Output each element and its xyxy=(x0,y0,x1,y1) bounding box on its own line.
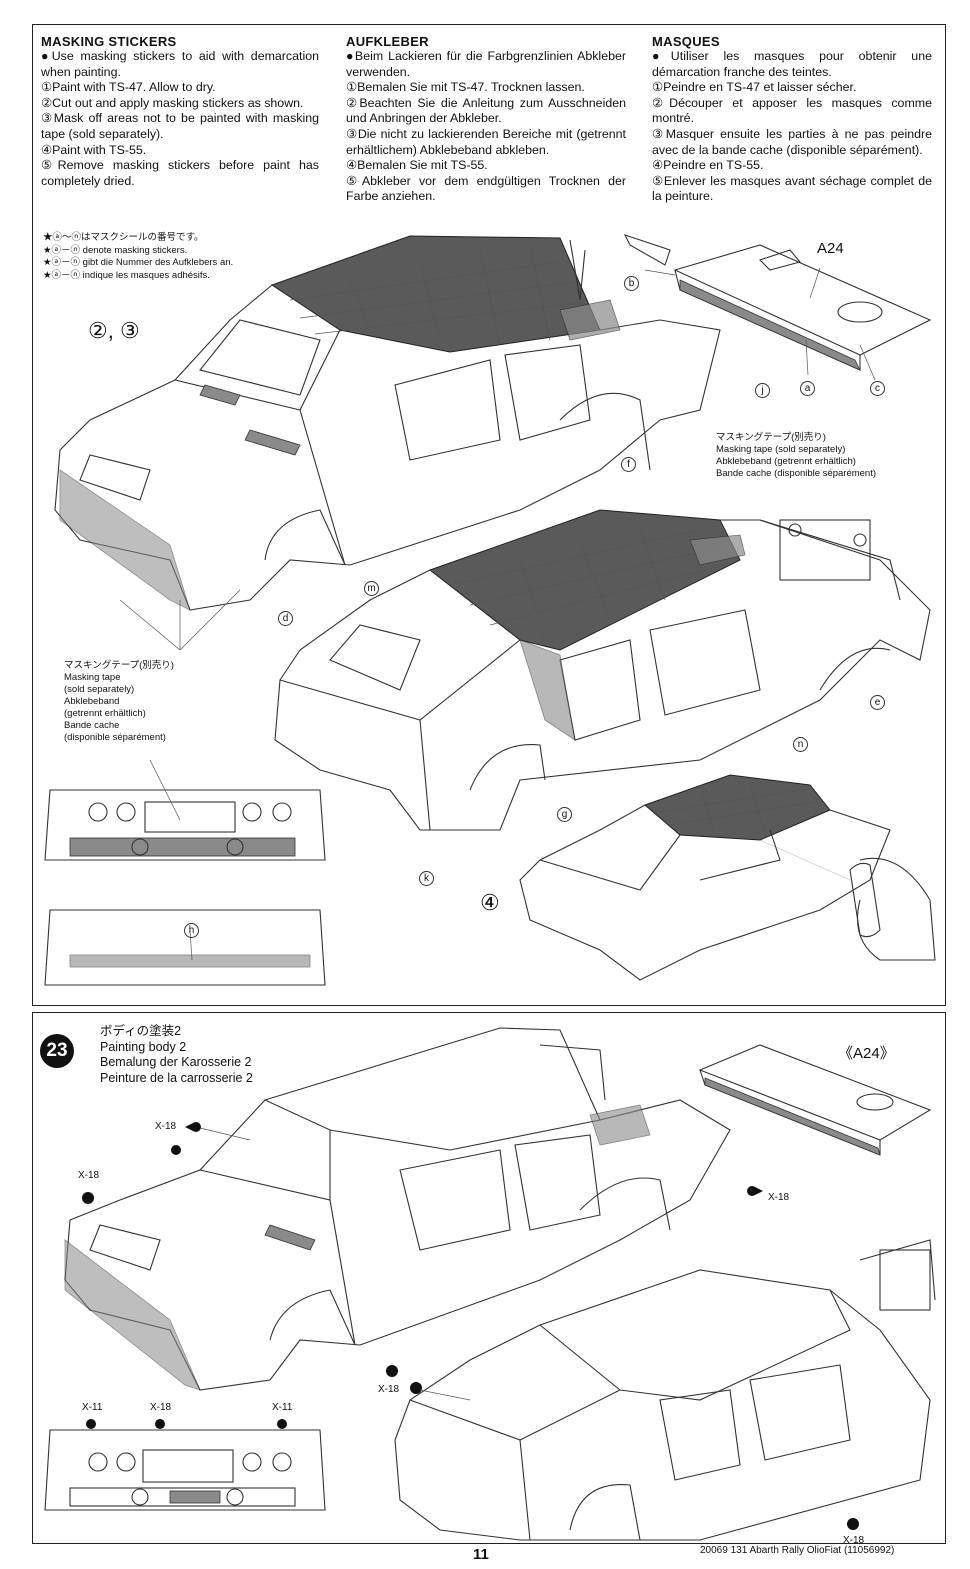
sticker-letter-a: a xyxy=(800,381,815,396)
masking-tape-right-de: Abklebeband (getrennt erhältlich) xyxy=(716,456,856,467)
masking-tape-left-fr-2: (disponible séparément) xyxy=(64,732,166,743)
sticker-letter-k: k xyxy=(419,871,434,886)
step-label-2-3: ②, ③ xyxy=(88,318,140,343)
masking-tape-left-de: Abklebeband xyxy=(64,696,120,707)
sticker-letter-j: j xyxy=(755,383,770,398)
sticker-letter-g: g xyxy=(557,807,572,822)
german-heading: AUFKLEBER xyxy=(346,34,429,49)
german-step-1: ①Bemalen Sie mit TS-47. Trocknen lassen. xyxy=(346,80,585,95)
sticker-marker-h: h xyxy=(184,922,199,938)
german-step-4: ④Bemalen Sie mit TS-55. xyxy=(346,158,488,173)
part-a24-step23 xyxy=(698,1044,932,1156)
french-heading: MASQUES xyxy=(652,34,720,49)
masking-tape-note-left: マスキングテープ(別売り) Masking tape (sold separat… xyxy=(64,660,174,744)
sticker-note-ja: ★ⓐ～ⓝはマスクシールの番号です。 xyxy=(43,232,204,243)
car-illustration-2 xyxy=(274,509,931,831)
sticker-marker-k: k xyxy=(419,870,434,886)
german-instructions: AUFKLEBER ●Beim Lackieren für die Farbgr… xyxy=(346,34,626,205)
sticker-marker-b: b xyxy=(624,275,639,291)
sticker-marker-a: a xyxy=(800,380,815,396)
masking-tape-right-ja: マスキングテープ(別売り) xyxy=(716,432,826,443)
sticker-marker-e: e xyxy=(870,694,885,710)
step-label-4: ④ xyxy=(480,890,500,915)
sticker-marker-c: c xyxy=(870,380,885,396)
french-step-5: ⑤Enlever les masques avant séchage compl… xyxy=(652,173,932,204)
sticker-marker-g: g xyxy=(557,806,572,822)
sticker-letter-n: n xyxy=(793,737,808,752)
french-intro: ●Utiliser les masques pour obtenir une d… xyxy=(652,49,932,79)
masking-tape-right-fr: Bande cache (disponible séparément) xyxy=(716,468,877,479)
sticker-note-fr: ★ⓐ－ⓝ indique les masques adhésifs. xyxy=(43,269,210,281)
sticker-letter-e: e xyxy=(870,695,885,710)
car-illustration-step23-b xyxy=(394,1239,936,1541)
screw-label-x18-bumper: X-18 xyxy=(150,1402,172,1413)
sticker-marker-m: m xyxy=(364,580,379,596)
english-step-5: ⑤Remove masking stickers before paint ha… xyxy=(41,158,319,188)
car-illustration-3 xyxy=(519,774,936,981)
english-step-2: ②Cut out and apply masking stickers as s… xyxy=(41,95,304,110)
step-23-frame xyxy=(32,1012,946,1544)
sticker-marker-f: f xyxy=(621,456,636,472)
german-step-3: ③Die nicht zu lackierenden Bereiche mit … xyxy=(346,126,626,157)
german-step-2: ②Beachten Sie die Anleitung zum Ausschne… xyxy=(346,95,626,126)
masking-tape-left-de-2: (getrennt erhältlich) xyxy=(64,708,146,719)
french-step-2: ②Découper et apposer les masques comme m… xyxy=(652,95,932,126)
sticker-note-de: ★ⓐ－ⓝ gibt die Nummer des Aufklebers an. xyxy=(43,257,234,268)
sticker-letter-c: c xyxy=(870,381,885,396)
bumper-step23 xyxy=(44,1429,326,1511)
screw-label-x18-mid: X-18 xyxy=(378,1384,400,1395)
screw-label-x18-right: X-18 xyxy=(768,1192,790,1203)
english-intro: ●Use masking stickers to aid with demarc… xyxy=(41,49,319,79)
car-illustration-1 xyxy=(54,235,721,611)
english-step-3: ③Mask off areas not to be painted with m… xyxy=(41,111,319,141)
sticker-notes: ★ⓐ～ⓝはマスクシールの番号です。 ★ⓐ－ⓝ denote masking st… xyxy=(43,232,233,282)
sticker-note-en: ★ⓐ－ⓝ denote masking stickers. xyxy=(43,244,188,256)
screw-label-x11-left: X-11 xyxy=(82,1402,103,1413)
screw-label-x18-left: X-18 xyxy=(78,1170,100,1181)
footer-product-code: 20069 131 Abarth Rally OlioFiat (1105699… xyxy=(700,1545,895,1556)
masking-tape-left-ja: マスキングテープ(別売り) xyxy=(64,660,174,671)
car-illustration-step23 xyxy=(64,1027,731,1391)
english-instructions: MASKING STICKERS ●Use masking stickers t… xyxy=(41,34,319,189)
step-23-title-fr: Peinture de la carrosserie 2 xyxy=(100,1070,253,1085)
english-step-4: ④Paint with TS-55. xyxy=(41,142,147,157)
part-label-a24: A24 xyxy=(817,240,844,257)
french-instructions: MASQUES ●Utiliser les masques pour obten… xyxy=(652,34,932,205)
part-a24-illustration xyxy=(623,234,932,381)
step-23-title: ボディの塗装2 Painting body 2 Bemalung der Kar… xyxy=(100,1024,253,1086)
french-step-3: ③Masquer ensuite les parties à ne pas pe… xyxy=(652,126,932,157)
step-23-title-en: Painting body 2 xyxy=(100,1039,187,1054)
sticker-letter-m: m xyxy=(364,581,379,596)
masking-tape-left-en-2: (sold separately) xyxy=(64,684,135,695)
screw-label-x18-top: X-18 xyxy=(155,1121,177,1132)
sticker-letter-f: f xyxy=(621,457,636,472)
sticker-marker-j: j xyxy=(755,382,770,398)
english-step-1: ①Paint with TS-47. Allow to dry. xyxy=(41,80,216,95)
page-number: 11 xyxy=(473,1546,489,1563)
sticker-letter-d: d xyxy=(278,611,293,626)
step-23-title-de: Bemalung der Karosserie 2 xyxy=(100,1055,252,1069)
screw-label-x11-right: X-11 xyxy=(272,1402,293,1413)
french-step-1: ①Peindre en TS-47 et laisser sécher. xyxy=(652,80,857,95)
step-23-title-ja: ボディの塗装2 xyxy=(100,1024,182,1038)
screw-markers xyxy=(82,1122,859,1530)
sticker-letter-h: h xyxy=(184,923,199,938)
sticker-marker-d: d xyxy=(278,610,293,626)
step-23-badge: 23 xyxy=(40,1034,74,1068)
top-section-frame xyxy=(32,24,946,1006)
english-heading: MASKING STICKERS xyxy=(41,34,177,49)
bumper-illustrations xyxy=(44,589,326,986)
masking-tape-right-en: Masking tape (sold separately) xyxy=(716,444,846,455)
screw-label-x18-bottom-right: X-18 xyxy=(843,1535,865,1546)
german-intro: ●Beim Lackieren für die Farbgrenzlinien … xyxy=(346,49,626,79)
german-step-5: ⑤Abkleber vor dem endgültigen Trocknen d… xyxy=(346,173,626,204)
sticker-letter-b: b xyxy=(624,276,639,291)
french-step-4: ④Peindre en TS-55. xyxy=(652,158,764,173)
masking-tape-note-right: マスキングテープ(別売り) Masking tape (sold separat… xyxy=(716,432,876,480)
sticker-marker-n: n xyxy=(793,736,808,752)
masking-tape-left-fr: Bande cache xyxy=(64,720,120,731)
masking-tape-left-en: Masking tape xyxy=(64,672,121,683)
part-label-a24-step23: 《A24》 xyxy=(838,1045,895,1062)
